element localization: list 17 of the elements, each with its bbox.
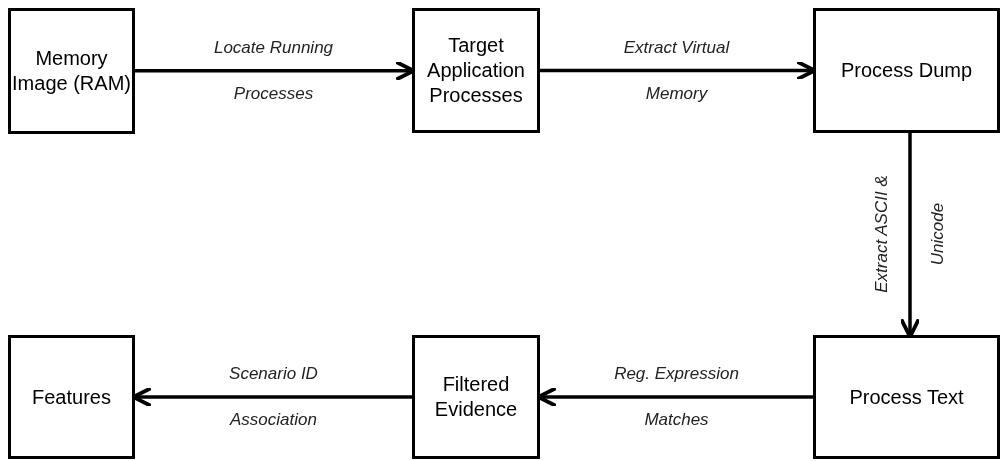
process-box: [412, 8, 540, 133]
edge-label: Extract Virtual Memory: [622, 36, 731, 105]
process-box: [8, 8, 135, 134]
box-label: Features: [32, 384, 111, 410]
process-box: [8, 335, 135, 459]
edge-label: Extract ASCII & Unicode: [871, 175, 948, 293]
edge-label: Locate Running Processes: [212, 36, 335, 105]
box-label: Process Dump: [840, 58, 973, 83]
edge-label: Scenario ID Association: [228, 363, 319, 431]
process-box: [813, 8, 1000, 133]
box-label: Target Application Processes: [426, 33, 526, 108]
box-label: Memory Image (RAM): [11, 46, 132, 96]
edge-label: Reg. Expression Matches: [613, 363, 740, 431]
box-label: Process Text: [849, 384, 964, 410]
box-label: Filtered Evidence: [433, 372, 519, 422]
process-box: [813, 335, 1000, 459]
process-box: [412, 335, 540, 459]
